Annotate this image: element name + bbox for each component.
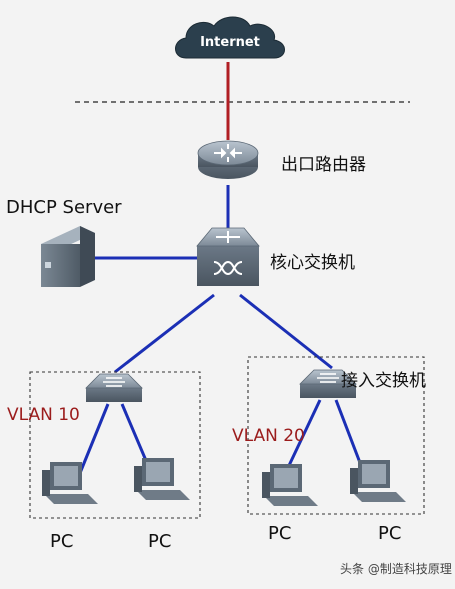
link-access-right-pc4 bbox=[334, 399, 364, 469]
vlan-20-box bbox=[247, 356, 425, 515]
dhcp-server-icon bbox=[41, 226, 95, 287]
internet-label: Internet bbox=[200, 35, 260, 50]
core-switch-label: 核心交换机 bbox=[270, 253, 355, 273]
link-core-access-left bbox=[114, 293, 215, 374]
pc-label: PC bbox=[378, 523, 402, 544]
pc-icon bbox=[350, 460, 406, 502]
pc-icon bbox=[134, 458, 190, 500]
vlan-label: VLAN 20 bbox=[232, 426, 305, 446]
watermark: 头条 @制造科技原理 bbox=[340, 562, 452, 576]
dhcp-server-label: DHCP Server bbox=[6, 197, 122, 218]
core-switch-icon bbox=[196, 227, 260, 286]
vlan-10-box bbox=[29, 371, 201, 519]
link-access-right-pc3 bbox=[283, 399, 322, 475]
pc-label: PC bbox=[50, 531, 74, 552]
link-access-left-pc1 bbox=[76, 403, 110, 479]
pc-icon bbox=[262, 464, 318, 506]
link-core-access-right bbox=[239, 293, 333, 370]
pc-icon bbox=[42, 462, 98, 504]
access-switch-left-icon bbox=[85, 373, 143, 402]
router-label: 出口路由器 bbox=[281, 155, 366, 175]
pc-label: PC bbox=[148, 531, 172, 552]
internet-cloud-icon bbox=[175, 16, 285, 59]
access-switch-right-icon bbox=[299, 369, 357, 398]
router-icon bbox=[197, 140, 259, 179]
vlan-label: VLAN 10 bbox=[7, 405, 80, 425]
pc-label: PC bbox=[268, 523, 292, 544]
access-switch-label: 接入交换机 bbox=[341, 371, 426, 391]
